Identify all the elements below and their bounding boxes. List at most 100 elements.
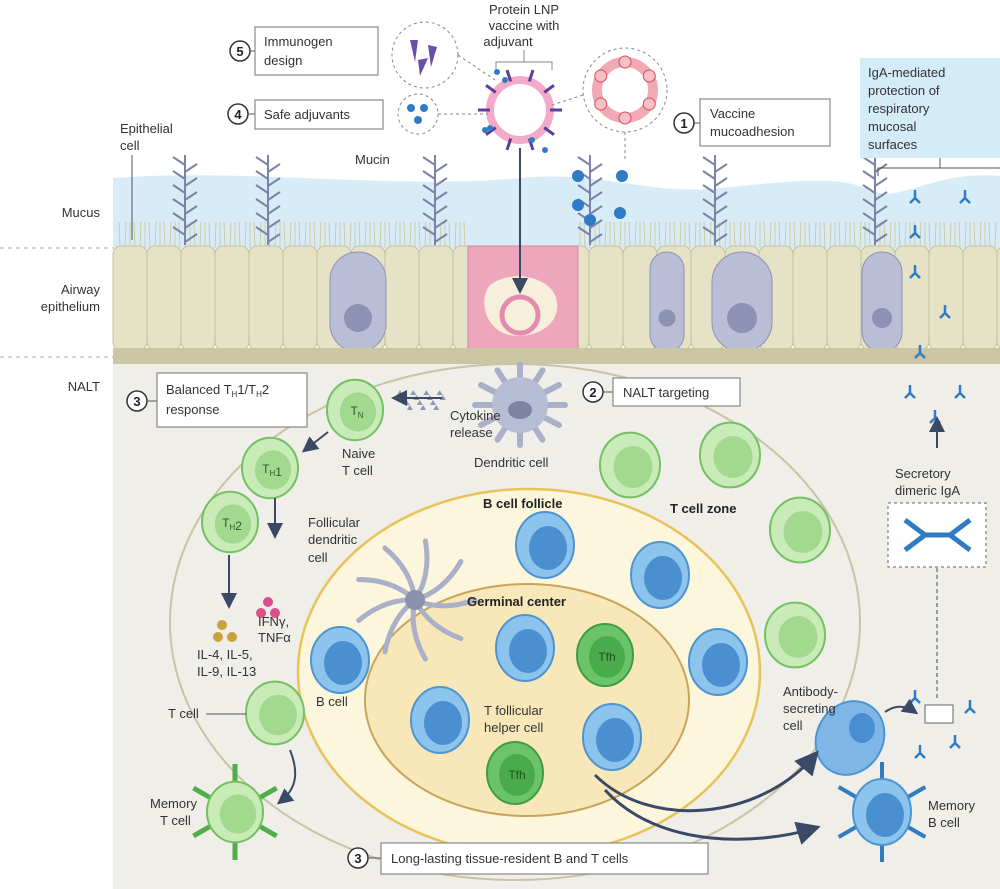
b-cell: [630, 541, 690, 609]
epithelial-cell: [928, 245, 964, 351]
plus-icon: [594, 97, 608, 111]
cilium: [364, 221, 367, 249]
cilium: [748, 221, 751, 249]
th1-cell: TH1: [241, 436, 299, 500]
plus-icon: [642, 97, 656, 111]
epithelial-cell-label: Epithelial: [120, 121, 173, 136]
bcr: [837, 785, 858, 799]
step-immunogen-design: 5 Immunogen design: [229, 26, 379, 76]
goblet-nucleus: [658, 309, 676, 327]
cell-type-label: TH1: [262, 462, 282, 479]
cytokine-release-particle: [420, 405, 427, 410]
step-text: Vaccine: [710, 106, 755, 121]
receptor: [257, 823, 278, 839]
iga-text-line: surfaces: [868, 137, 918, 152]
tfh-label: T follicular: [484, 703, 544, 718]
adjuvant-icon: [407, 104, 428, 124]
naive-t-cell-label: Naive: [342, 446, 375, 461]
iga-text-line: respiratory: [868, 101, 930, 116]
cilium: [343, 221, 346, 249]
cell-type-label: TN: [350, 404, 363, 420]
epithelial-cell: [418, 245, 454, 351]
cytokine-release-particle: [433, 405, 440, 410]
goblet-nucleus: [344, 304, 372, 332]
step-text: design: [264, 53, 302, 68]
goblet-nucleus: [872, 308, 892, 328]
cilium: [313, 221, 316, 249]
iga-icon: [954, 385, 966, 399]
cilium: [148, 221, 151, 249]
cilium: [904, 221, 907, 249]
nalt-outline: [169, 363, 861, 881]
label-mucus: Mucus: [62, 205, 101, 220]
iga-icon: [914, 345, 926, 359]
iga-text-line: mucosal: [868, 119, 917, 134]
lnp-label: adjuvant: [483, 34, 533, 49]
b-cell: [310, 626, 370, 694]
cilium: [784, 221, 787, 249]
step-text: NALT targeting: [623, 385, 709, 400]
cilium: [199, 221, 202, 249]
antibody-secreting-cell: [814, 700, 886, 776]
cilia: [118, 221, 997, 249]
cilium: [439, 221, 442, 249]
cilium: [373, 221, 376, 249]
step-nalt-targeting: 2 NALT targeting: [582, 377, 741, 407]
positive-charges: [594, 55, 656, 125]
step-long-lasting: 3 Long-lasting tissue-resident B and T c…: [347, 842, 709, 875]
differentiation-arrow: [301, 431, 329, 453]
epithelial-cell: [282, 245, 318, 351]
cilium: [994, 221, 997, 249]
cilium: [214, 221, 217, 249]
cell-nucleus: [589, 636, 625, 678]
siga-label: dimeric IgA: [895, 483, 960, 498]
epithelial-cell: [792, 245, 828, 351]
secretion-arrow: [884, 698, 919, 715]
cilium: [799, 221, 802, 249]
cytokine-particle: [217, 620, 227, 630]
cytokine-particle: [263, 597, 273, 607]
iga-icon: [939, 305, 951, 319]
cilium: [778, 221, 781, 249]
cilium: [358, 221, 361, 249]
immunogen-spike: [485, 84, 497, 94]
step-number: 4: [234, 107, 242, 122]
lnp-immunogens: [478, 69, 562, 153]
cilium: [988, 221, 991, 249]
cilium: [739, 221, 742, 249]
step-number: 5: [236, 44, 243, 59]
fdc-label: dendritic: [308, 532, 358, 547]
plus-icon: [594, 69, 608, 83]
cilium: [418, 221, 421, 249]
arrows: [221, 390, 945, 845]
cilium: [658, 221, 661, 249]
epithelial-cell: [146, 245, 182, 351]
t-cell-label: T cell: [168, 706, 199, 721]
cilium: [979, 221, 982, 249]
adjuvant-particle: [487, 125, 493, 131]
dendritic-cell: [472, 362, 568, 448]
cilium: [328, 221, 331, 249]
tfh-label: Tfh: [598, 650, 615, 664]
cilium: [664, 221, 667, 249]
cell-nucleus: [783, 511, 823, 553]
cilium: [964, 221, 967, 249]
mucin-strand: [577, 155, 603, 245]
epithelial-cell: [214, 245, 250, 351]
lnp-label: vaccine with: [489, 18, 560, 33]
cell-nucleus: [702, 643, 740, 687]
b-cell-label: B cell: [316, 694, 348, 709]
adjuvant-particle: [494, 69, 500, 75]
immunogen-spike: [543, 84, 555, 94]
adjuvant-particle: [482, 127, 488, 133]
cilium: [298, 221, 301, 249]
cell-nucleus: [254, 450, 292, 490]
cilium: [868, 221, 871, 249]
cilium: [703, 221, 706, 249]
lnp-label: Protein LNP: [489, 2, 559, 17]
cell-nucleus: [778, 616, 818, 658]
cilium: [448, 221, 451, 249]
cilium: [769, 221, 772, 249]
cilium: [424, 221, 427, 249]
